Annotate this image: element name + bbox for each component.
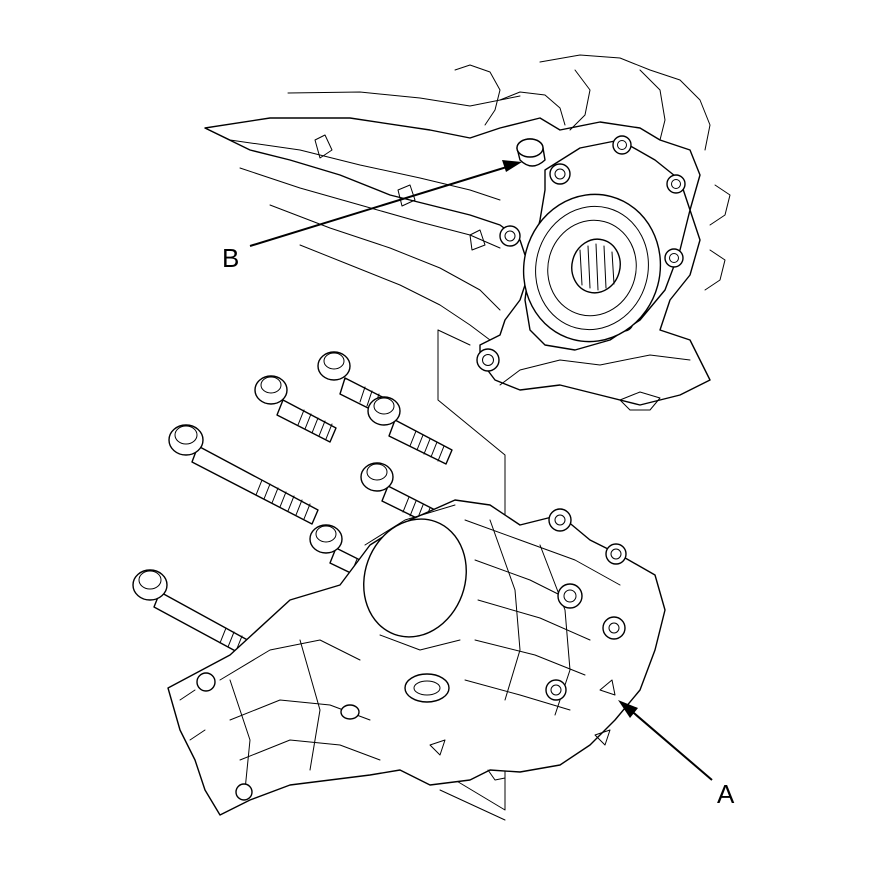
callout-a-arrowhead xyxy=(618,700,638,718)
callout-a: A xyxy=(618,700,735,809)
bolt xyxy=(254,375,337,443)
assembly-guide-lines xyxy=(437,329,506,821)
dowel-pin xyxy=(516,138,546,167)
transfer-assembly xyxy=(167,499,666,816)
callout-b-label: B xyxy=(222,243,239,273)
bolt xyxy=(168,424,319,525)
callout-b-arrowhead xyxy=(502,160,522,172)
callout-b-leader xyxy=(249,165,511,247)
callout-a-label: A xyxy=(717,779,735,809)
callout-a-leader xyxy=(627,707,713,781)
bolt xyxy=(367,396,453,465)
transmission-case xyxy=(204,54,731,411)
callout-b: B xyxy=(222,160,522,273)
